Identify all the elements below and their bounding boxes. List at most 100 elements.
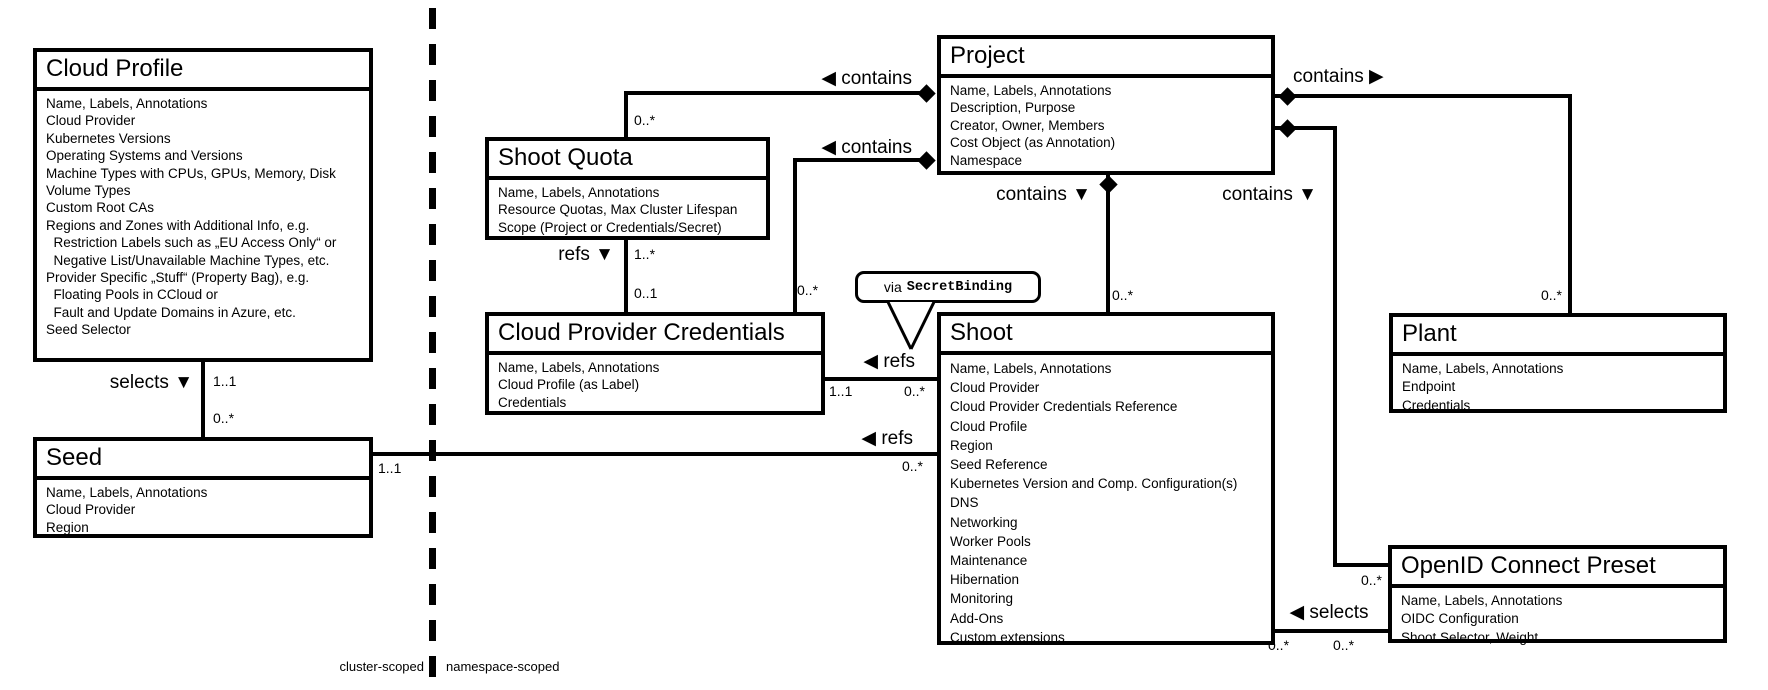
attribute-line: Name, Labels, Annotations (1401, 593, 1563, 608)
attribute-line: Region (950, 437, 993, 453)
connector-project-quota-h (624, 91, 920, 95)
attribute-line: Monitoring (950, 591, 1014, 607)
refs-quota-label: refs ▼ (558, 244, 614, 265)
attribute-line: Cloud Provider Credentials Reference (950, 399, 1178, 415)
multiplicity-label: 0..* (1112, 287, 1134, 303)
multiplicity-label: 0..* (213, 410, 235, 426)
entity-openid-connect-preset: OpenID Connect Preset Name, Labels, Anno… (1388, 545, 1727, 645)
contains-oidc-label: contains ▼ (1222, 184, 1317, 205)
composition-diamond-icon (1278, 87, 1297, 106)
entity-title-seed: Seed (37, 441, 369, 480)
attribute-line: Description, Purpose (950, 100, 1076, 116)
selects-shoot-label: ◀ selects (1289, 602, 1369, 623)
scope-label-cluster: cluster-scoped (339, 659, 424, 674)
attribute-line: Shoot Selector, Weight (1401, 629, 1539, 645)
connector-project-quota-v (624, 91, 628, 137)
callout-tail (886, 301, 936, 350)
multiplicity-label: 0..* (1540, 287, 1562, 303)
secretbinding-callout: via SecretBinding (855, 271, 1041, 303)
attribute-line: Custom Root CAs (46, 200, 155, 216)
multiplicity-label: 0..* (1333, 637, 1355, 653)
connector-project-oidc-h1 (1275, 126, 1337, 130)
attribute-line: Operating Systems and Versions (46, 148, 243, 164)
connector-shoot-seed-h (373, 452, 937, 456)
attribute-line: Regions and Zones with Additional Info, … (46, 217, 310, 233)
attribute-line: Name, Labels, Annotations (498, 185, 660, 200)
attribute-line: Cost Object (as Annotation) (950, 135, 1116, 151)
multiplicity-label: 0..* (903, 383, 925, 399)
attribute-line: Resource Quotas, Max Cluster Lifespan (498, 202, 738, 218)
entity-title-shoot: Shoot (941, 316, 1271, 355)
connector-project-oidc-h2 (1333, 563, 1390, 567)
refs-seed-label: ◀ refs (861, 428, 913, 449)
connector-project-plant-h (1275, 94, 1572, 98)
multiplicity-label: 0..* (797, 282, 819, 298)
connector-project-plant-v (1568, 94, 1572, 313)
multiplicity-label: 1..1 (378, 460, 402, 476)
attribute-line: Maintenance (950, 553, 1028, 569)
composition-diamond-icon (1099, 175, 1118, 194)
entity-title-plant: Plant (1393, 317, 1723, 356)
attribute-line: Seed Selector (46, 322, 131, 338)
entity-title-cloud-provider-credentials: Cloud Provider Credentials (489, 316, 821, 355)
entity-title-shoot-quota: Shoot Quota (489, 141, 766, 180)
contains-shoot-label: contains ▼ (996, 184, 1091, 205)
multiplicity-label: 0..* (901, 458, 923, 474)
composition-diamond-icon (1278, 119, 1297, 138)
scope-separator-line (429, 8, 436, 678)
attribute-line: Worker Pools (950, 533, 1031, 549)
composition-diamond-icon (917, 151, 936, 170)
attribute-line: Cloud Profile (as Label) (498, 377, 640, 393)
scope-label-namespace: namespace-scoped (446, 659, 560, 674)
callout-code: SecretBinding (906, 279, 1013, 295)
selects-seed-label: selects ▼ (109, 372, 193, 393)
contains-plant-label: contains ▶ (1293, 66, 1384, 87)
attribute-line: Name, Labels, Annotations (46, 96, 208, 111)
multiplicity-label: 1..1 (829, 383, 853, 399)
connector-shoot-oidc-h (1273, 629, 1390, 633)
composition-diamond-icon (917, 84, 936, 103)
attribute-line: Credentials (498, 394, 567, 410)
attribute-line: Hibernation (950, 572, 1020, 588)
attribute-line: Name, Labels, Annotations (498, 360, 660, 375)
multiplicity-label: 1..* (634, 246, 656, 262)
attribute-line: Kubernetes Versions (46, 130, 171, 146)
connector-cloudprofile-seed (201, 362, 205, 437)
attribute-line: Fault and Update Domains in Azure, etc. (46, 304, 296, 320)
attribute-line: Provider Specific „Stuff“ (Property Bag)… (46, 270, 310, 286)
connector-project-oidc-v (1333, 126, 1337, 567)
attribute-line: Credentials (1402, 397, 1471, 413)
connector-project-credentials-h (793, 158, 920, 162)
multiplicity-label: 0..* (634, 112, 656, 128)
attribute-line: Name, Labels, Annotations (1402, 361, 1564, 376)
contains-credentials-label: ◀ contains (821, 137, 912, 158)
attribute-line: Namespace (950, 152, 1023, 168)
attribute-line: Add-Ons (950, 610, 1004, 626)
connector-project-shoot-v (1106, 175, 1110, 312)
attribute-line: Restriction Labels such as „EU Access On… (46, 235, 337, 251)
entity-title-project: Project (941, 39, 1271, 78)
callout-prefix: via (883, 279, 902, 295)
connector-quota-credentials (624, 240, 628, 312)
connector-project-credentials-v (793, 158, 797, 312)
attribute-line: DNS (950, 495, 979, 511)
attribute-line: Cloud Provider (46, 113, 136, 129)
refs-credentials-label: ◀ refs (863, 351, 915, 372)
attribute-line: Volume Types (46, 183, 131, 199)
attribute-line: Cloud Provider (46, 502, 136, 518)
attribute-line: Machine Types with CPUs, GPUs, Memory, D… (46, 165, 336, 181)
attribute-line: Cloud Provider (950, 380, 1040, 396)
attribute-line: Floating Pools in CCloud or (46, 287, 218, 303)
multiplicity-label: 1..1 (213, 373, 237, 389)
attribute-line: Seed Reference (950, 457, 1048, 473)
